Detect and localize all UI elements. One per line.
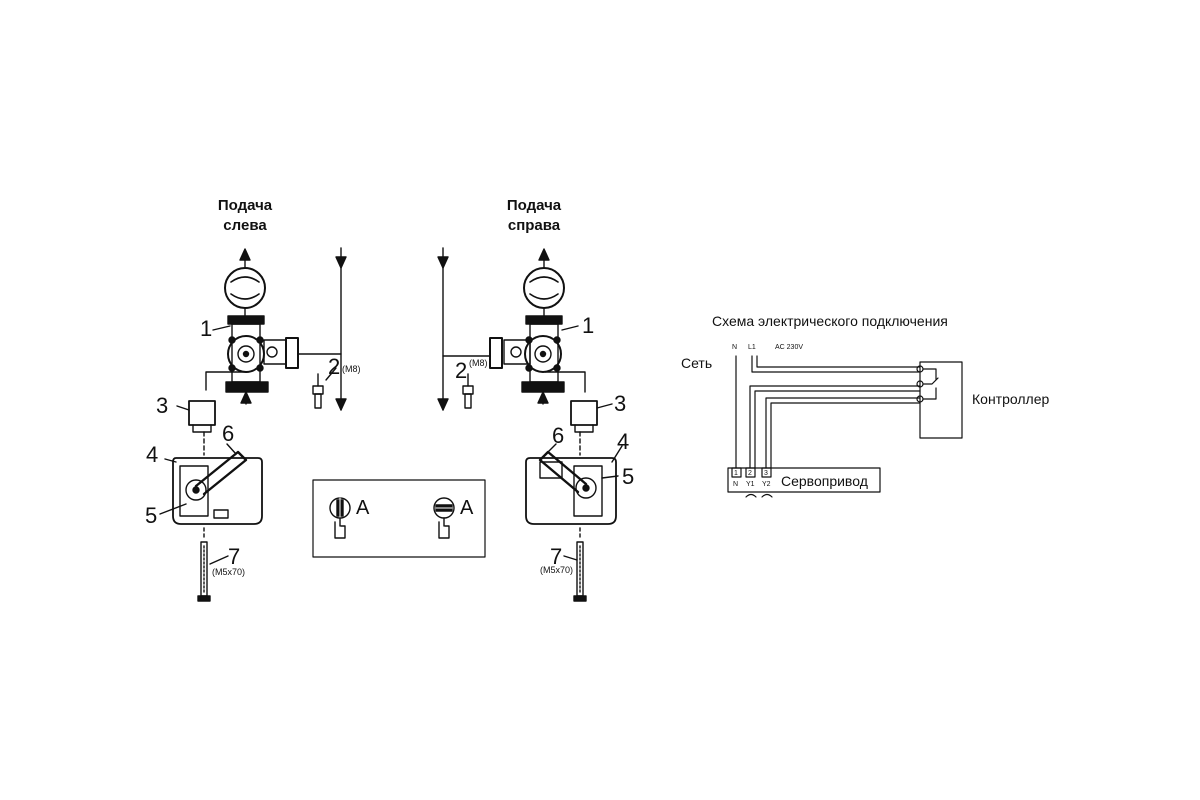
terminal-name-y1: Y1 — [746, 481, 755, 488]
terminal-number-3: 3 — [764, 470, 768, 477]
wiring-schematic — [727, 355, 963, 498]
left-screw-size: (M5x70) — [212, 567, 246, 577]
terminal-number-1: 1 — [734, 470, 738, 477]
right-heading: Подача справа — [494, 196, 574, 236]
left-bolt — [312, 367, 337, 409]
left-bolt-size: (M8) — [342, 364, 361, 374]
left-heading: Подача слева — [205, 196, 285, 236]
right-adapter — [544, 371, 613, 433]
right-heading-line1: Подача — [506, 197, 562, 214]
terminal-l1-label: L1 — [748, 344, 756, 351]
position-detail-box — [312, 479, 486, 558]
right-callout-2: 2 — [455, 358, 468, 383]
right-callout-7: 7 — [550, 544, 563, 569]
terminal-name-n: N — [733, 481, 739, 488]
left-screw — [197, 527, 229, 602]
right-valve-body — [489, 315, 565, 405]
right-pump-symbol — [523, 248, 565, 317]
network-label: Сеть — [681, 355, 713, 371]
left-actuator — [159, 443, 263, 525]
actuator-label: Сервопривод — [781, 473, 868, 489]
left-valve-body — [225, 315, 299, 405]
right-callout-3: 3 — [614, 391, 627, 416]
left-callout-5: 5 — [145, 503, 158, 528]
left-valve-assembly — [159, 247, 347, 602]
right-callout-4: 4 — [617, 429, 630, 454]
left-callout-1: 1 — [200, 316, 213, 341]
right-valve-assembly — [437, 247, 623, 602]
right-bolt — [462, 373, 474, 409]
controller-label: Контроллер — [972, 391, 1050, 407]
left-callout-4: 4 — [146, 442, 159, 467]
terminal-n-label: N — [732, 344, 738, 351]
right-actuator — [525, 443, 623, 525]
position-marker-1: A — [356, 497, 370, 519]
left-callout-2: 2 — [328, 354, 341, 379]
right-bolt-size: (M8) — [469, 358, 488, 368]
terminal-number-2: 2 — [748, 470, 752, 477]
left-heading-line1: Подача — [217, 197, 273, 214]
right-heading-line2: справа — [507, 217, 561, 234]
left-adapter — [176, 371, 247, 433]
position-detail-left — [329, 497, 351, 539]
left-pump-symbol — [224, 248, 266, 317]
terminal-name-y2: Y2 — [762, 481, 771, 488]
right-callout-5: 5 — [622, 464, 635, 489]
position-detail-right — [433, 497, 455, 539]
wiring-title: Схема электрического подключения — [712, 313, 948, 329]
supply-voltage-label: AC 230V — [775, 344, 804, 351]
right-callout-1: 1 — [582, 313, 595, 338]
position-marker-2: A — [460, 497, 474, 519]
right-screw — [563, 527, 587, 602]
left-callout-7: 7 — [228, 544, 241, 569]
left-heading-line2: слева — [223, 217, 267, 234]
right-screw-size: (M5x70) — [540, 565, 574, 575]
left-supply-line — [297, 247, 347, 411]
right-supply-line — [437, 247, 491, 411]
right-callout-6: 6 — [552, 423, 565, 448]
left-callout-3: 3 — [156, 393, 169, 418]
left-callout-6: 6 — [222, 421, 235, 446]
